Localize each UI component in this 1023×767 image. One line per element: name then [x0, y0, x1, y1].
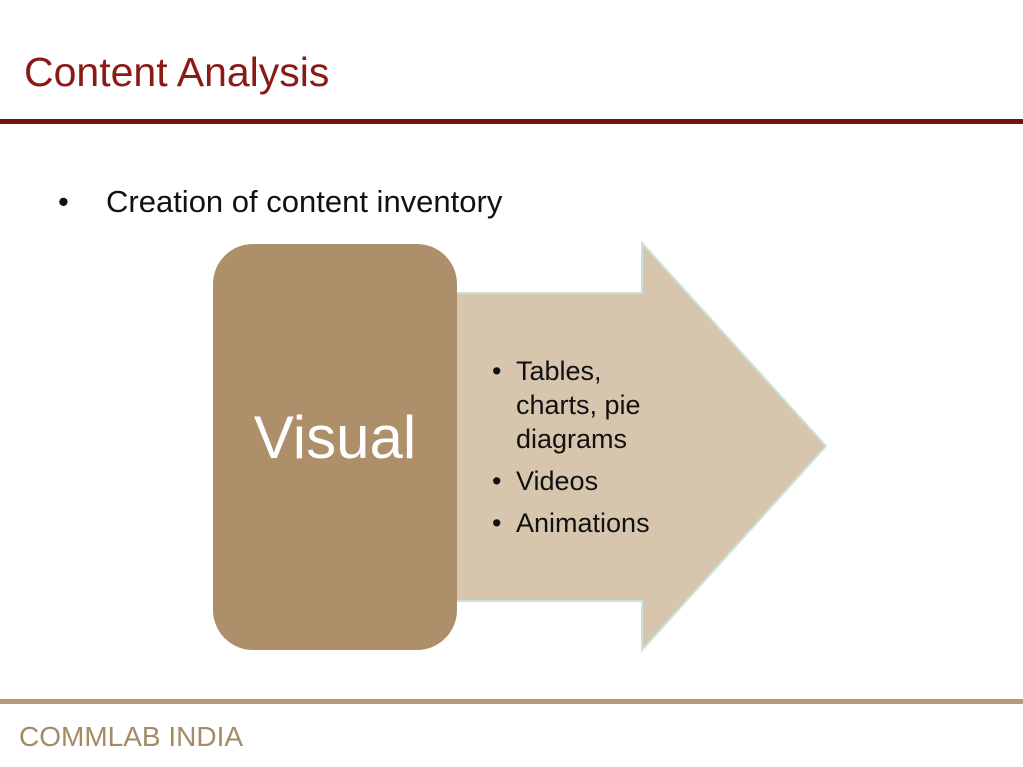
arrow-item-list: Tables, charts, pie diagrams Videos Anim…: [490, 354, 690, 548]
footer-divider: [0, 699, 1023, 704]
visual-box-label: Visual: [253, 404, 417, 471]
footer-brand: COMMLAB INDIA: [19, 721, 244, 752]
arrow-item-tables: Tables, charts, pie diagrams: [490, 354, 690, 456]
bullet-glyph: •: [58, 184, 69, 219]
title-divider: [0, 119, 1023, 124]
visual-box: [213, 244, 457, 650]
arrow-item-animations: Animations: [490, 506, 690, 540]
slide-title: Content Analysis: [24, 49, 330, 95]
content-bullet: • Creation of content inventory: [58, 186, 502, 217]
content-bullet-text: Creation of content inventory: [106, 184, 503, 219]
arrow-item-videos: Videos: [490, 464, 690, 498]
